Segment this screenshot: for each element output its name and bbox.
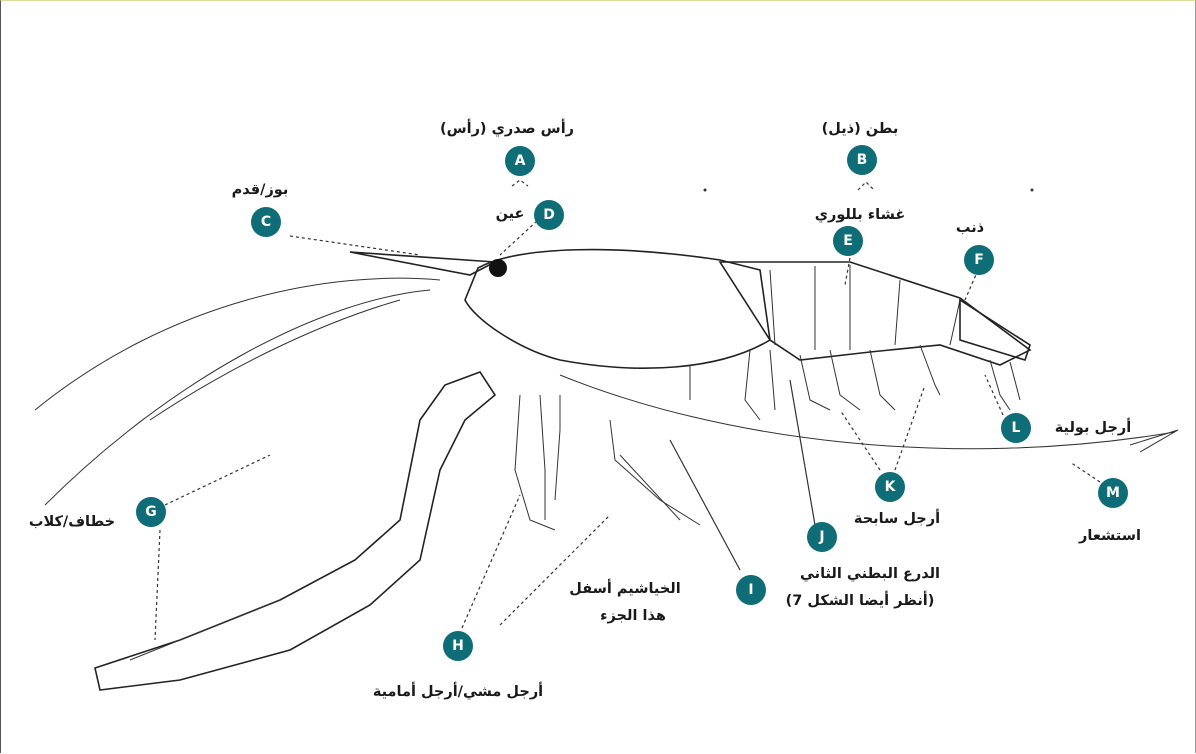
svg-text:K: K (885, 479, 897, 495)
svg-text:M: M (1106, 485, 1120, 501)
svg-text:F: F (974, 252, 984, 268)
label-G: خطاف/كلاب (29, 514, 115, 530)
marker-A: A (505, 146, 535, 176)
svg-text:G: G (145, 504, 157, 520)
marker-G: G (136, 497, 166, 527)
label-B: بطن (ذيل) (822, 121, 899, 137)
leader-lines (155, 180, 1100, 640)
marker-J: J (807, 522, 837, 552)
label-M: استشعار (1078, 528, 1141, 544)
svg-text:E: E (843, 233, 853, 249)
svg-text:A: A (515, 153, 526, 169)
label-A: رأس صدري (رأس) (440, 119, 574, 138)
svg-text:C: C (261, 214, 271, 230)
labels: رأس صدري (رأس) بطن (ذيل) بوز/قدم عين غشا… (29, 119, 1141, 700)
label-E: غشاء بللوري (815, 207, 906, 224)
label-K: أرجل سابحة (854, 509, 940, 527)
marker-K: K (875, 472, 905, 502)
svg-text:I: I (748, 582, 753, 598)
label-F: ذنب (956, 220, 984, 236)
marker-I: I (736, 575, 766, 605)
marker-B: B (847, 145, 877, 175)
marker-F: F (964, 245, 994, 275)
svg-text:L: L (1012, 420, 1021, 436)
label-D: عين (496, 206, 525, 222)
marker-D: D (534, 200, 564, 230)
marker-E: E (833, 226, 863, 256)
label-L: أرجل بولية (1055, 418, 1131, 436)
marker-L: L (1001, 413, 1031, 443)
label-I-line2: هذا الجزء (600, 608, 666, 624)
marker-H: H (443, 631, 473, 661)
eye-drawing (489, 259, 507, 277)
svg-text:D: D (543, 207, 555, 223)
label-H: أرجل مشي/أرجل أمامية (373, 682, 543, 700)
label-C: بوز/قدم (232, 182, 289, 198)
svg-text:J: J (818, 529, 824, 545)
svg-text:B: B (857, 152, 868, 168)
marker-M: M (1098, 478, 1128, 508)
marker-C: C (251, 207, 281, 237)
label-J-line1: الدرع البطني الثاني (800, 566, 940, 582)
svg-text:H: H (452, 638, 464, 654)
label-I-line1: الخياشيم أسفل (569, 579, 680, 597)
label-J-line2: (أنظر أيضا الشكل 7) (786, 591, 935, 609)
